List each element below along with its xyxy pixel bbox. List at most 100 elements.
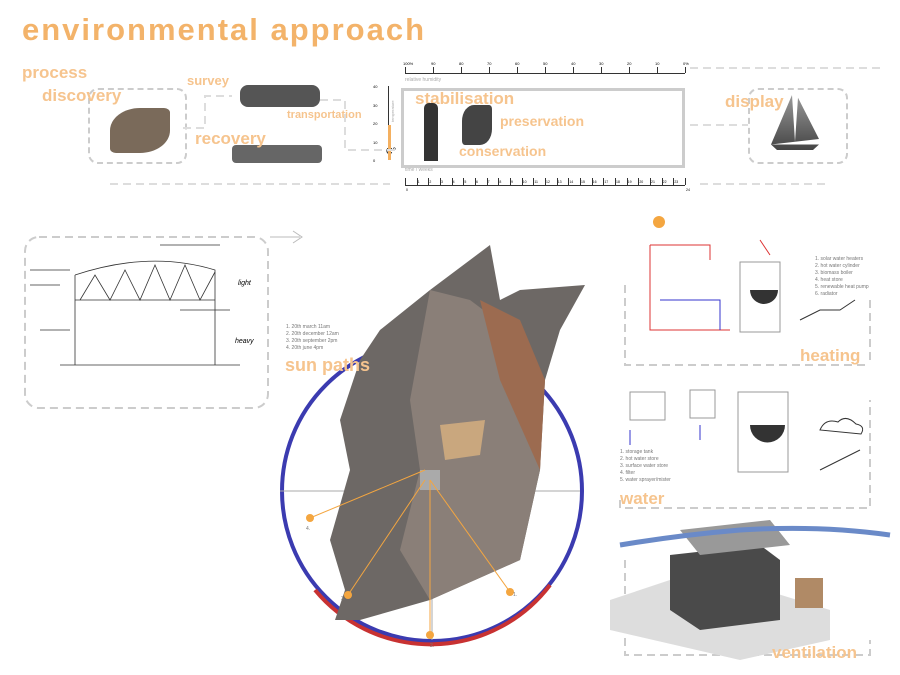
sun-marker-2: 2.	[430, 643, 435, 649]
sun-legend-item: 4. 20th june 4pm	[286, 345, 324, 351]
water-item: 1. storage tank	[620, 449, 654, 455]
heating-legend: 1. solar water heaters 2. hot water cyli…	[815, 256, 869, 298]
water-item: 3. surface water store	[620, 463, 669, 469]
time-tick	[521, 178, 523, 185]
time-tick	[498, 178, 500, 185]
time-tick	[650, 178, 651, 185]
time-tick-label: 22	[662, 180, 667, 184]
time-tick-label: 19	[627, 180, 632, 184]
display-label: display	[725, 92, 784, 111]
tugboat-image	[232, 145, 322, 163]
heating-item: 6. radiator	[815, 291, 838, 297]
time-tick-label: 7	[487, 180, 490, 184]
discovery-frame	[88, 88, 187, 164]
humidity-tick	[685, 67, 686, 73]
heating-item: 3. biomass boiler	[815, 270, 853, 276]
time-tick	[440, 178, 441, 185]
time-tick-label: 23	[674, 180, 679, 184]
sun-legend: 1. 20th march 11am 2. 20th december 12am…	[286, 324, 339, 352]
temp-axis	[387, 86, 389, 160]
time-tick	[685, 178, 686, 185]
humidity-tick	[629, 67, 630, 73]
time-tick	[626, 178, 628, 185]
time-tick	[580, 178, 581, 185]
humidity-tick	[405, 67, 406, 73]
time-tick	[568, 178, 570, 185]
stabilisation-label: stabilisation	[415, 89, 515, 108]
stages-box	[401, 88, 685, 168]
recovery-label: recovery	[195, 129, 266, 148]
heating-item: 4. heat store	[815, 277, 843, 283]
time-tick-label: 8	[499, 180, 502, 184]
ventilation-title: ventilation	[772, 643, 858, 662]
water-item: 2. hot water store	[620, 456, 659, 462]
temp-tick-label: 30	[373, 102, 378, 108]
time-tick-label: 3	[441, 180, 443, 184]
humidity-tick-label: 50	[543, 61, 548, 66]
sun-legend-item: 1. 20th march 11am	[286, 324, 331, 330]
humidity-tick	[461, 67, 462, 73]
water-legend: 1. storage tank 2. hot water store 3. su…	[620, 449, 671, 484]
person-image	[424, 103, 438, 161]
time-tick-label: 2	[429, 180, 432, 184]
time-tick-label: 11	[534, 180, 538, 184]
sun-paths-title: sun paths	[285, 355, 371, 375]
water-item: 4. filter	[620, 470, 636, 476]
time-tick	[556, 178, 558, 185]
transportation-label: transportation	[287, 109, 362, 121]
time-tick-label: 14	[569, 180, 574, 184]
time-tick-label: 0	[406, 188, 408, 192]
humidity-tick-label: 0%	[683, 61, 689, 66]
time-tick-label: 15	[581, 180, 585, 184]
humidity-tick	[573, 67, 574, 73]
humidity-tick-label: 20	[627, 61, 632, 66]
time-tick-label: 17	[604, 180, 609, 184]
time-tick-label: 4	[452, 180, 455, 184]
time-tick	[451, 178, 453, 185]
time-tick	[510, 178, 511, 185]
temp-tick-label: 0	[373, 158, 376, 163]
boat-hull-image	[110, 108, 170, 153]
humidity-tick	[657, 67, 658, 73]
time-tick-label: 10	[522, 180, 527, 184]
humidity-tick	[545, 67, 546, 73]
humidity-tick-label: 90	[431, 61, 436, 66]
time-tick	[405, 178, 406, 185]
sun-legend-item: 3. 20th september 2pm	[286, 338, 338, 344]
humidity-tick-label: 80	[459, 61, 464, 66]
temp-fill-bar	[388, 124, 391, 160]
humidity-tick-label: 40	[571, 61, 576, 66]
humidity-tick	[489, 67, 490, 73]
discovery-label: discovery	[42, 86, 122, 105]
time-tick	[615, 178, 616, 185]
temp-tick-label: 10	[373, 139, 378, 145]
time-label: time / weeks	[405, 167, 433, 173]
humidity-label: relative humidity	[405, 77, 442, 83]
time-tick	[545, 178, 546, 185]
time-tick	[428, 178, 430, 185]
time-tick	[673, 178, 675, 185]
time-tick	[591, 178, 593, 185]
water-item: 5. water sprayer/mister	[620, 477, 671, 483]
sketch-light-label: light	[238, 280, 251, 287]
time-tick	[486, 178, 488, 185]
heating-title: heating	[800, 346, 861, 365]
time-tick	[463, 178, 465, 185]
time-tick-label: 12	[546, 180, 550, 184]
time-tick-label: 16	[592, 180, 597, 184]
humidity-tick-label: 30	[599, 61, 604, 66]
time-tick	[638, 178, 640, 185]
page-title: environmental approach	[22, 12, 427, 47]
sketch-heavy-label: heavy	[235, 338, 254, 345]
humidity-axis	[405, 73, 685, 74]
preservation-label: preservation	[500, 113, 585, 129]
humidity-tick-label: 70	[487, 61, 492, 66]
temp-tick-label: 20	[373, 121, 378, 126]
time-tick-label: 6	[476, 180, 478, 184]
conservators-image	[462, 105, 492, 145]
water-title: water	[620, 489, 665, 508]
time-axis	[405, 185, 685, 186]
time-tick	[416, 178, 418, 185]
